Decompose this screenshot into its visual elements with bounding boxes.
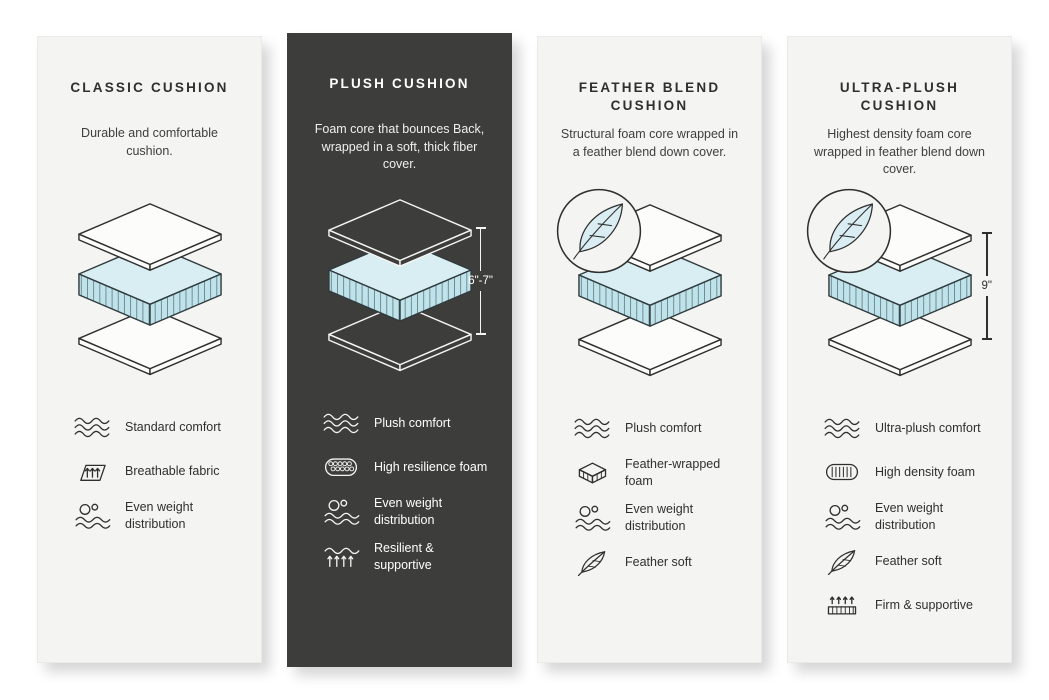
card-description: Highest density foam core wrapped in fea… xyxy=(814,127,985,177)
waves-icon xyxy=(822,414,862,442)
layered-cushion-diagram xyxy=(77,203,222,376)
feature-label: Feather soft xyxy=(875,553,942,568)
layered-cushion-diagram xyxy=(327,199,472,372)
feature-row: Firm & supportive xyxy=(822,589,993,621)
measure-line xyxy=(479,291,482,333)
height-measure: 6"-7" xyxy=(468,227,493,335)
firm-supportive-icon xyxy=(822,591,862,619)
cushion-illustration: 6"-7" xyxy=(305,185,494,391)
weight-distribution-icon xyxy=(822,503,862,531)
measure-line xyxy=(479,229,482,271)
card-title: FEATHER BLEND CUSHION xyxy=(578,80,721,113)
measure-cap xyxy=(981,338,992,341)
feature-row: Even weight distribution xyxy=(72,499,243,532)
feature-row: Plush comfort xyxy=(321,407,494,439)
breathable-fabric-icon xyxy=(72,457,112,485)
height-label: 6"-7" xyxy=(468,275,493,287)
feather-icon xyxy=(572,548,612,576)
feature-label: Even weight distribution xyxy=(374,496,443,527)
height-measure: 9" xyxy=(981,232,992,341)
card-title: CLASSIC CUSHION xyxy=(70,80,229,95)
feature-list: Plush comfort High resilience foam Even … xyxy=(305,407,494,585)
card-ultra-plush-cushion: ULTRA-PLUSH CUSHION Highest density foam… xyxy=(787,36,1012,663)
measure-line xyxy=(986,296,988,339)
waves-icon xyxy=(572,414,612,442)
feature-list: Ultra-plush comfort High density foam Ev… xyxy=(806,412,993,633)
feature-row: Feather soft xyxy=(822,545,993,577)
feather-icon xyxy=(822,547,862,575)
weight-distribution-icon xyxy=(72,502,112,530)
feature-label: Plush comfort xyxy=(625,420,702,435)
feature-row: Standard comfort xyxy=(72,411,243,443)
feature-row: Feather soft xyxy=(572,546,743,578)
waves-icon xyxy=(321,409,361,437)
feature-label: Feather-wrapped foam xyxy=(625,457,721,488)
measure-cap xyxy=(475,227,486,229)
feature-row: Even weight distribution xyxy=(572,501,743,534)
feature-label: Ultra-plush comfort xyxy=(875,420,981,435)
measure-cap xyxy=(475,333,486,335)
resilient-supportive-icon xyxy=(321,543,361,571)
cushion-illustration: 9" xyxy=(806,188,993,396)
feature-label: Standard comfort xyxy=(125,419,221,434)
measure-cap xyxy=(981,232,992,235)
feature-row: Breathable fabric xyxy=(72,455,243,487)
card-classic-cushion: CLASSIC CUSHION Durable and comfortable … xyxy=(37,36,262,663)
feature-label: Even weight distribution xyxy=(125,500,194,531)
measure-line xyxy=(986,234,988,277)
height-label: 9" xyxy=(981,280,992,293)
cushion-illustration xyxy=(556,188,743,396)
cushion-illustration xyxy=(56,189,243,395)
honeycomb-foam-icon xyxy=(321,453,361,481)
feature-row: Resilient & supportive xyxy=(321,540,494,573)
card-description: Foam core that bounces Back, wrapped in … xyxy=(314,122,485,171)
feature-label: Even weight distribution xyxy=(625,502,694,533)
feather-badge-icon xyxy=(806,188,892,274)
card-title: PLUSH CUSHION xyxy=(329,76,470,91)
card-description: Durable and comfortable cushion. xyxy=(81,126,218,158)
feature-label: High density foam xyxy=(875,464,976,479)
weight-distribution-icon xyxy=(572,504,612,532)
density-foam-icon xyxy=(822,458,862,486)
feature-row: High resilience foam xyxy=(321,451,494,483)
weight-distribution-icon xyxy=(321,498,361,526)
feature-row: Plush comfort xyxy=(572,412,743,444)
foam-block-icon xyxy=(572,459,612,487)
feature-list: Standard comfort Breathable fabric Even … xyxy=(56,411,243,544)
waves-icon xyxy=(72,413,112,441)
feature-label: Even weight distribution xyxy=(875,501,944,532)
card-feather-blend-cushion: FEATHER BLEND CUSHION Structural foam co… xyxy=(537,36,762,663)
feature-label: Firm & supportive xyxy=(875,597,973,612)
card-plush-cushion: PLUSH CUSHION Foam core that bounces Bac… xyxy=(287,33,512,667)
feature-row: Even weight distribution xyxy=(822,500,993,533)
feature-row: Feather-wrapped foam xyxy=(572,456,743,489)
card-title: ULTRA-PLUSH CUSHION xyxy=(839,80,960,113)
feature-row: High density foam xyxy=(822,456,993,488)
feature-row: Ultra-plush comfort xyxy=(822,412,993,444)
feature-row: Even weight distribution xyxy=(321,495,494,528)
feather-badge-icon xyxy=(556,188,642,274)
feature-list: Plush comfort Feather-wrapped foam Even … xyxy=(556,412,743,590)
feature-label: Resilient & supportive xyxy=(374,541,434,572)
feature-label: Breathable fabric xyxy=(125,463,220,478)
feature-label: High resilience foam xyxy=(374,459,488,474)
feature-label: Feather soft xyxy=(625,554,692,569)
card-description: Structural foam core wrapped in a feathe… xyxy=(560,127,739,159)
feature-label: Plush comfort xyxy=(374,415,451,430)
